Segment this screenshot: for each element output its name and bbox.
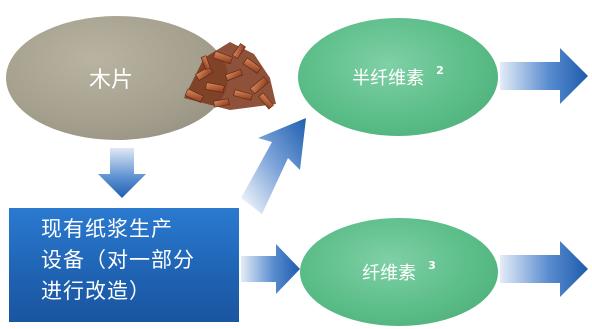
hemicellulose-label: 半纤维素 <box>352 68 425 89</box>
wood-chips-label: 木片 <box>88 68 133 93</box>
equipment-line-1: 现有纸浆生产 <box>41 217 173 241</box>
right-arrow-cellulose-output <box>500 241 588 297</box>
equipment-line-2: 设备（对一部分 <box>41 248 195 272</box>
cellulose-note: 3 <box>428 258 436 272</box>
right-arrow-to-cellulose <box>241 244 300 294</box>
equipment-line-3: 进行改造） <box>41 279 151 303</box>
cellulose-label: 纤维素 <box>362 263 417 284</box>
right-arrow-hemicellulose-output <box>500 48 588 104</box>
hemicellulose-note: 2 <box>436 63 444 77</box>
down-arrow <box>98 148 146 198</box>
hemicellulose-node: 半纤维素 2 <box>298 18 498 136</box>
wood-chips-node: 木片 <box>6 16 228 140</box>
diagonal-arrow <box>241 118 306 214</box>
cellulose-node: 纤维素 3 <box>300 218 498 326</box>
pulp-equipment-box: 现有纸浆生产 设备（对一部分 进行改造） <box>9 208 239 322</box>
wood-chips-pile-icon <box>184 42 276 110</box>
